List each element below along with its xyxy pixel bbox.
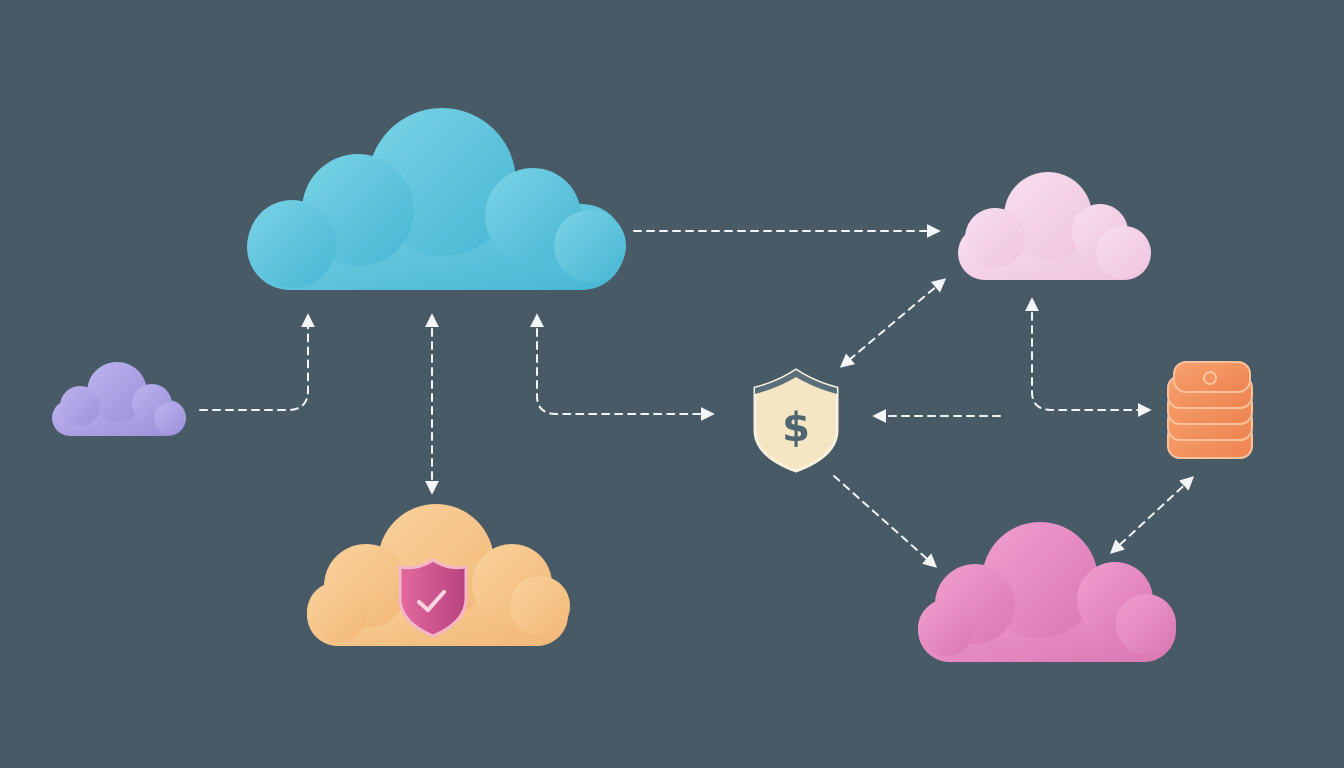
arrow-main-payment — [530, 313, 715, 421]
arrow-purple-to-main — [199, 313, 315, 411]
cloud-icon — [918, 522, 1176, 662]
arrow-lightpink-payment — [839, 278, 947, 368]
database-stack-icon — [1167, 361, 1253, 459]
payment-shield — [753, 368, 839, 473]
arrow-database-pink — [1109, 476, 1195, 554]
database-stack — [1167, 361, 1253, 459]
cloud-icon — [52, 362, 186, 436]
cloud-icon — [958, 172, 1151, 280]
security-shield — [398, 558, 468, 638]
shield-check-icon — [398, 558, 468, 638]
dollar-symbol: $ — [782, 405, 810, 451]
small-purple-cloud — [52, 362, 186, 436]
shield-dollar-icon: $ — [753, 368, 839, 473]
cloud-icon — [247, 108, 626, 290]
light-pink-cloud — [958, 172, 1151, 280]
main-cloud — [247, 108, 626, 290]
shield-top-band — [755, 370, 837, 394]
pink-cloud — [918, 522, 1176, 662]
arrow-payment-to-pink — [833, 475, 938, 568]
stack-top-mark — [1203, 371, 1217, 385]
connectors — [199, 224, 1195, 568]
arrow-lightpink-database — [1025, 297, 1152, 417]
checkmark — [417, 590, 446, 612]
